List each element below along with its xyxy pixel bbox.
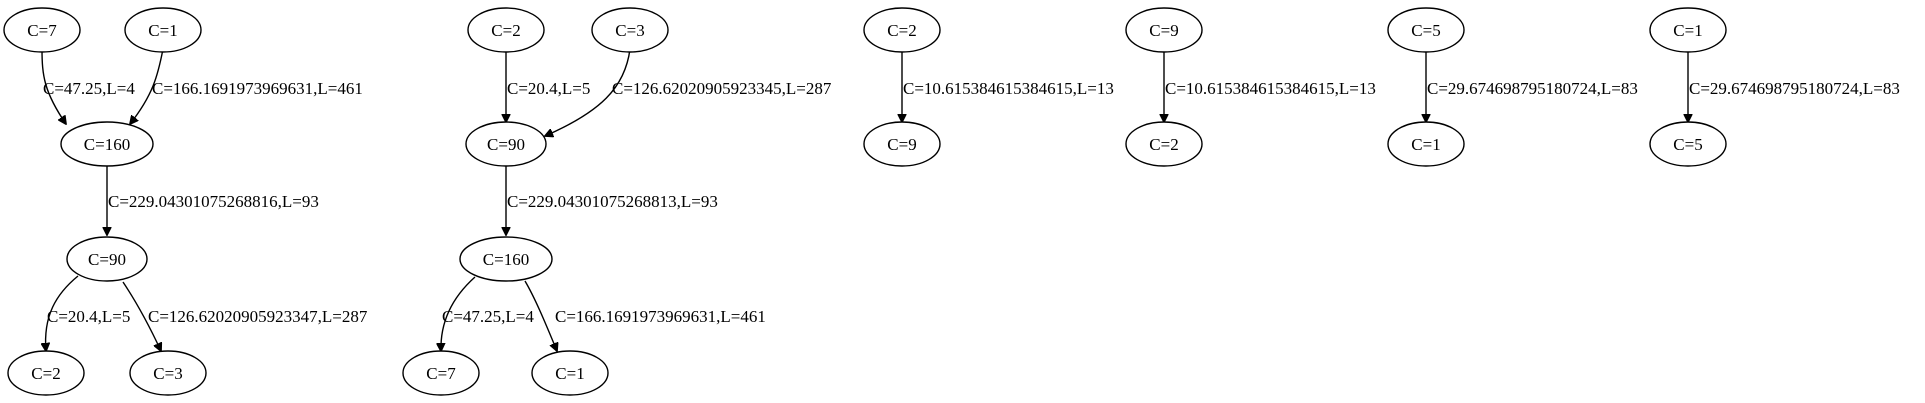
graph-node[interactable]: C=2	[7, 350, 85, 396]
graph-4: C=29.674698795180724,L=83 C=5 C=1	[1387, 7, 1638, 167]
graph-node[interactable]: C=1	[1649, 7, 1727, 53]
edge-label: C=166.1691973969631,L=461	[555, 307, 766, 326]
node-label: C=9	[887, 135, 916, 154]
edge-arrow	[46, 275, 79, 351]
node-label: C=3	[153, 364, 182, 383]
node-label: C=160	[84, 135, 130, 154]
edge-arrow	[545, 48, 631, 136]
edge-label: C=10.615384615384615,L=13	[903, 79, 1114, 98]
graph-edge: C=47.25,L=4	[41, 48, 135, 124]
graph-node[interactable]: C=1	[531, 350, 609, 396]
edge-arrow	[441, 276, 476, 351]
graph-node[interactable]: C=7	[402, 350, 480, 396]
node-label: C=5	[1673, 135, 1702, 154]
edge-arrow	[41, 48, 66, 124]
edge-arrow	[524, 280, 557, 351]
graph-edge: C=229.04301075268813,L=93	[506, 166, 718, 235]
edge-label: C=29.674698795180724,L=83	[1689, 79, 1900, 98]
node-label: C=7	[27, 21, 57, 40]
graph-node[interactable]: C=160	[60, 121, 154, 167]
edge-label: C=29.674698795180724,L=83	[1427, 79, 1638, 98]
graph-edge: C=29.674698795180724,L=83	[1688, 52, 1900, 122]
graph-edge: C=20.4,L=5	[506, 52, 590, 122]
node-label: C=3	[615, 21, 644, 40]
edge-label: C=229.04301075268813,L=93	[507, 192, 718, 211]
graph-node[interactable]: C=2	[863, 7, 941, 53]
graph-edge: C=126.62020905923347,L=287	[122, 281, 368, 351]
edge-label: C=166.1691973969631,L=461	[152, 79, 363, 98]
edge-label: C=229.04301075268816,L=93	[108, 192, 319, 211]
edge-label: C=126.62020905923347,L=287	[148, 307, 368, 326]
graph-node[interactable]: C=9	[1125, 7, 1203, 53]
node-label: C=2	[1149, 135, 1178, 154]
node-label: C=1	[555, 364, 584, 383]
graph-2: C=10.615384615384615,L=13 C=2 C=9	[863, 7, 1114, 167]
edge-label: C=20.4,L=5	[507, 79, 590, 98]
graph-node[interactable]: C=9	[863, 121, 941, 167]
edge-label: C=10.615384615384615,L=13	[1165, 79, 1376, 98]
node-label: C=2	[491, 21, 520, 40]
graph-node[interactable]: C=5	[1649, 121, 1727, 167]
graph-1: C=20.4,L=5 C=126.62020905923345,L=287 C=…	[402, 7, 832, 396]
graph-5: C=29.674698795180724,L=83 C=1 C=5	[1649, 7, 1900, 167]
edge-label: C=47.25,L=4	[43, 79, 135, 98]
node-label: C=2	[31, 364, 60, 383]
node-label: C=7	[426, 364, 456, 383]
node-label: C=160	[483, 250, 529, 269]
graph-edge: C=10.615384615384615,L=13	[1164, 52, 1376, 122]
edge-arrow	[130, 48, 164, 124]
graph-node[interactable]: C=90	[465, 121, 547, 167]
graph-edge: C=10.615384615384615,L=13	[902, 52, 1114, 122]
graph-node[interactable]: C=160	[459, 236, 553, 282]
graph-3: C=10.615384615384615,L=13 C=9 C=2	[1125, 7, 1376, 167]
node-label: C=1	[148, 21, 177, 40]
node-label: C=1	[1673, 21, 1702, 40]
graph-node[interactable]: C=2	[467, 7, 545, 53]
edge-arrow	[122, 281, 161, 351]
node-label: C=5	[1411, 21, 1440, 40]
graph-node[interactable]: C=3	[591, 7, 669, 53]
edge-label: C=20.4,L=5	[47, 307, 130, 326]
graph-node[interactable]: C=2	[1125, 121, 1203, 167]
graph-node[interactable]: C=7	[3, 7, 81, 53]
graph-edge: C=47.25,L=4	[441, 276, 534, 351]
graph-node[interactable]: C=3	[129, 350, 207, 396]
edge-label: C=126.62020905923345,L=287	[612, 79, 832, 98]
graph-edge: C=20.4,L=5	[46, 275, 130, 351]
graph-edge: C=166.1691973969631,L=461	[130, 48, 363, 124]
node-label: C=2	[887, 21, 916, 40]
edge-label: C=47.25,L=4	[442, 307, 534, 326]
graph-node[interactable]: C=5	[1387, 7, 1465, 53]
node-label: C=9	[1149, 21, 1178, 40]
graph-edge: C=229.04301075268816,L=93	[107, 163, 319, 235]
node-label: C=90	[88, 250, 126, 269]
graph-edge: C=166.1691973969631,L=461	[524, 280, 766, 351]
graph-0: C=47.25,L=4 C=166.1691973969631,L=461 C=…	[3, 7, 368, 396]
graph-node[interactable]: C=90	[66, 236, 148, 282]
graph-edge: C=126.62020905923345,L=287	[545, 48, 832, 136]
node-label: C=90	[487, 135, 525, 154]
graph-node[interactable]: C=1	[1387, 121, 1465, 167]
node-label: C=1	[1411, 135, 1440, 154]
graph-node[interactable]: C=1	[124, 7, 202, 53]
graph-edge: C=29.674698795180724,L=83	[1426, 52, 1638, 122]
